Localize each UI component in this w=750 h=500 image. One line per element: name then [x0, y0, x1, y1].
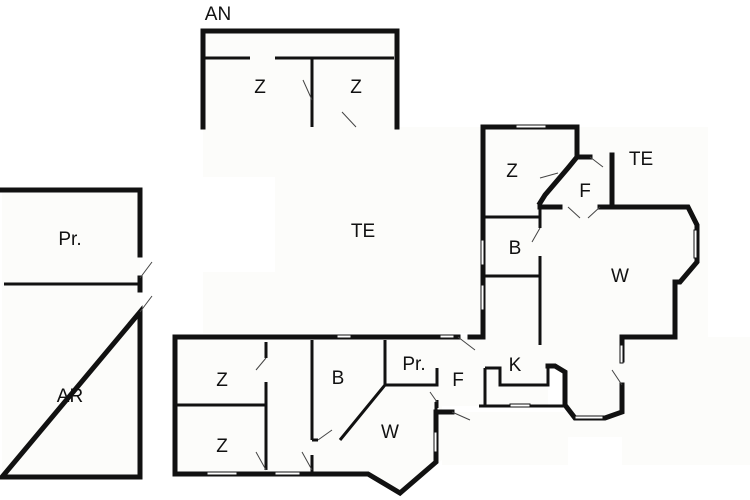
label-annex-room-1: Z: [254, 77, 266, 98]
label-storage-main: Pr.: [402, 354, 425, 375]
room-labels: AN Z Z TE Pr. AR Z F TE B W K Pr. F B Z …: [57, 4, 653, 457]
label-bathroom-ne: B: [509, 238, 522, 259]
label-outbuilding-storage: Pr.: [58, 229, 81, 250]
main-house: [172, 124, 700, 497]
label-living-ne: W: [611, 266, 629, 287]
label-bedroom-sw-1: Z: [216, 370, 228, 391]
terrace-outlines: [203, 127, 750, 465]
label-outbuilding-ar: AR: [57, 386, 83, 407]
label-kitchen: K: [509, 355, 522, 376]
label-terrace-main: TE: [351, 221, 375, 242]
label-living-sw: W: [381, 422, 399, 443]
label-hall-main: F: [452, 370, 464, 391]
annex-building: [200, 28, 400, 130]
label-annex-room-2: Z: [350, 77, 362, 98]
label-hall-ne: F: [579, 181, 591, 202]
label-bedroom-sw-2: Z: [216, 436, 228, 457]
label-bedroom-ne: Z: [506, 161, 518, 182]
label-annex: AN: [205, 4, 231, 25]
label-bathroom-sw: B: [332, 368, 345, 389]
label-terrace-ne: TE: [629, 149, 653, 170]
outbuilding: [0, 187, 153, 480]
